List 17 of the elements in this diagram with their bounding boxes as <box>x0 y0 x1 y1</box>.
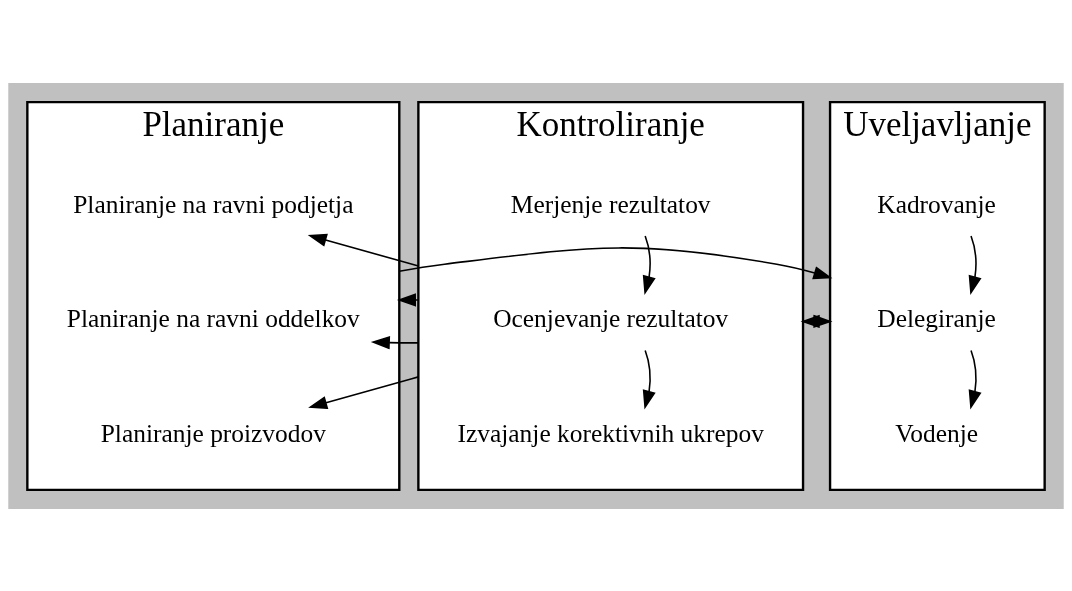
node-text: Vodenje <box>895 418 978 448</box>
arrow <box>398 246 833 279</box>
node-text: Izvajanje korektivnih ukrepov <box>457 418 764 448</box>
arrow <box>370 335 420 349</box>
node-text: Kadrovanje <box>877 189 996 219</box>
node-text: Planiranje na ravni oddelkov <box>66 303 360 333</box>
arrow <box>307 233 420 267</box>
arrow <box>642 234 656 295</box>
node-text: Planiranje proizvodov <box>100 418 326 448</box>
node-text: Ocenjevanje rezultatov <box>493 303 729 333</box>
arrow <box>642 349 656 409</box>
node-text: Delegiranje <box>877 303 996 333</box>
node-text: Planiranje na ravni podjetja <box>73 189 354 219</box>
arrow <box>968 234 982 295</box>
node-text: Merjenje rezultatov <box>510 189 711 219</box>
arrow <box>968 349 982 409</box>
arrow <box>308 375 420 409</box>
